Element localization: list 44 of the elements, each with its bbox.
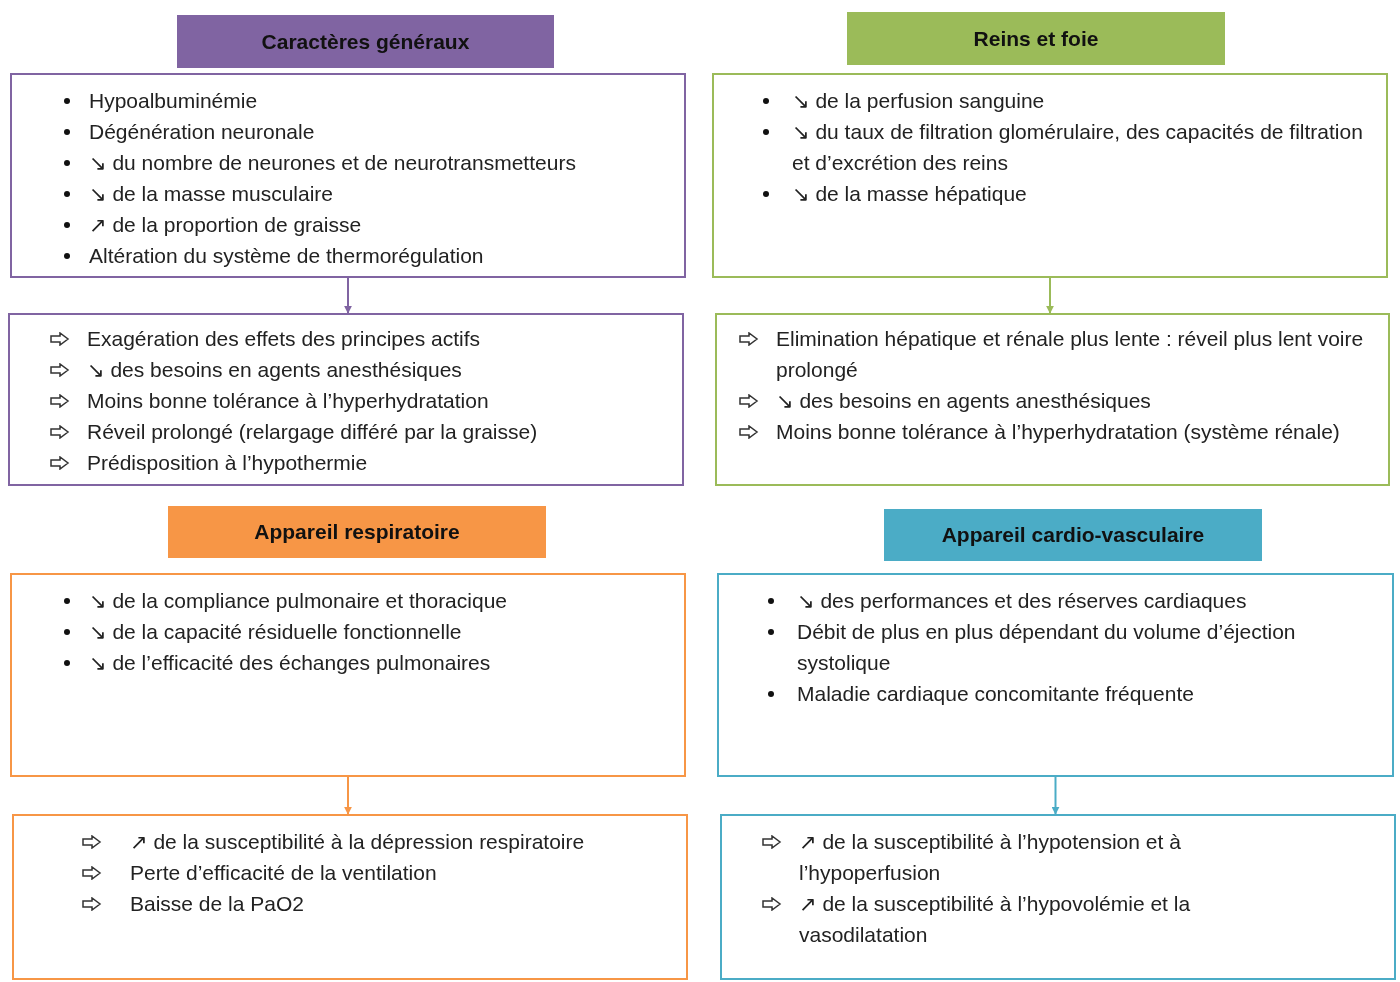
list-item-text: ↘ du taux de filtration glomérulaire, des capacités de filtration et d’excrétion des reins <box>792 120 1363 174</box>
info-box <box>717 573 1394 777</box>
info-box <box>10 573 686 777</box>
list-item-text: Prédisposition à l’hypothermie <box>87 451 368 474</box>
arrow <box>344 776 352 815</box>
list-item-text: Baisse de la PaO2 <box>130 892 304 915</box>
list-item-text: ↘ de la perfusion sanguine <box>792 89 1045 112</box>
arrow <box>344 277 352 314</box>
arrow <box>1046 277 1054 314</box>
list-item-text: ↗ de la susceptibilité à la dépression respiratoire <box>130 830 585 853</box>
list-item-text: Réveil prolongé (relargage différé par la graisse) <box>87 420 538 443</box>
list-item-text: Exagération des effets des principes actifs <box>87 327 480 350</box>
arrow <box>1051 776 1060 815</box>
list-item-text: ↗ de la susceptibilité à l’hypovolémie et la vasodilatation <box>799 892 1191 946</box>
info-box <box>10 73 686 278</box>
list-item-text: ↗ de la susceptibilité à l’hypotension et à l’hypoperfusion <box>799 830 1181 884</box>
list-item-text: ↘ des besoins en agents anesthésiques <box>87 358 462 381</box>
category-header: Caractères généraux <box>177 15 554 68</box>
info-box <box>12 814 688 980</box>
info-box <box>720 814 1396 980</box>
list-item-text: ↘ des besoins en agents anesthésiques <box>776 389 1151 412</box>
info-box <box>715 313 1390 486</box>
list-item-text: Elimination hépatique et rénale plus lente : réveil plus lent voire prolongé <box>776 327 1364 381</box>
list-item-text: ↘ de la masse musculaire <box>89 182 334 205</box>
list-item-text: ↘ de l’efficacité des échanges pulmonaires <box>89 651 491 674</box>
list-item-text: ↘ de la compliance pulmonaire et thoracique <box>89 589 507 612</box>
list-item-text: Moins bonne tolérance à l’hyperhydratation (système rénale) <box>776 420 1340 443</box>
list-item-text: ↘ de la masse hépatique <box>792 182 1027 205</box>
list-item-text: Moins bonne tolérance à l’hyperhydratation <box>87 389 489 412</box>
category-header: Appareil cardio-vasculaire <box>884 509 1262 561</box>
list-item-text: ↘ de la capacité résiduelle fonctionnelle <box>89 620 462 643</box>
list-item-text: Débit de plus en plus dépendant du volume d’éjection systolique <box>797 620 1296 674</box>
list-item-text: Dégénération neuronale <box>89 120 315 143</box>
category-header: Appareil respiratoire <box>168 506 546 558</box>
category-header: Reins et foie <box>847 12 1225 65</box>
list-item-text: Hypoalbuminémie <box>89 89 258 112</box>
list-item-text: Altération du système de thermorégulation <box>89 244 484 267</box>
list-item-text: Perte d’efficacité de la ventilation <box>130 861 437 884</box>
list-item-text: ↗ de la proportion de graisse <box>89 213 362 236</box>
list-item-text: Maladie cardiaque concomitante fréquente <box>797 682 1194 705</box>
info-box <box>712 73 1388 278</box>
list-item-text: ↘ du nombre de neurones et de neurotransmetteurs <box>89 151 576 174</box>
list-item-text: ↘ des performances et des réserves cardiaques <box>797 589 1247 612</box>
info-box <box>8 313 684 486</box>
